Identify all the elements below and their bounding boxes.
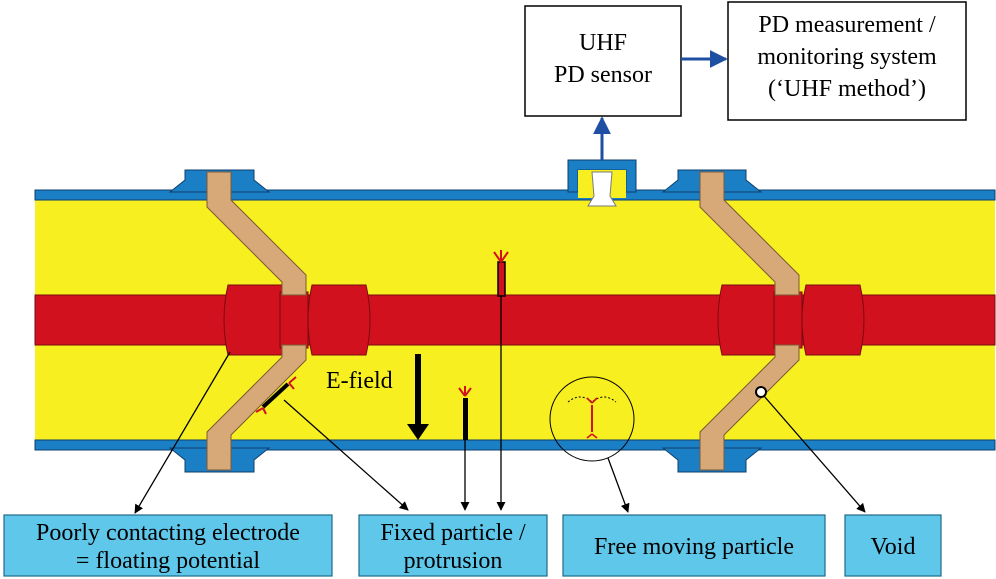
connector-left-a xyxy=(223,284,283,356)
label-box-void xyxy=(844,514,942,577)
free-particle-zone xyxy=(549,376,635,462)
connector-right-a xyxy=(717,284,777,356)
connector-right-joint xyxy=(773,291,803,349)
connector-right-b xyxy=(801,284,865,356)
connector-left-joint xyxy=(279,291,309,349)
leader-fixed-spacer xyxy=(283,399,409,511)
leader-void xyxy=(763,395,866,513)
label-box-electrode xyxy=(3,514,333,577)
leader-electrode xyxy=(134,351,231,514)
label-box-fixed xyxy=(358,514,548,577)
label-electrode-line2: = floating potential xyxy=(76,548,260,574)
enclosure-bottom-wall xyxy=(34,439,996,451)
enclosure-top-wall xyxy=(34,189,996,201)
label-void: Void xyxy=(871,534,916,560)
fixed-particle-on-enclosure xyxy=(463,398,468,440)
uhf-antenna xyxy=(587,171,617,207)
uhf-sensor-line1: UHF xyxy=(579,30,627,56)
label-box-free xyxy=(562,514,826,577)
spacers xyxy=(206,171,800,471)
pd-system-box xyxy=(727,1,967,121)
pd-system-line3: (‘UHF method’) xyxy=(768,76,926,102)
spacer-left-upper xyxy=(206,171,307,296)
leader-free xyxy=(607,457,630,513)
pd-spark-icon xyxy=(493,250,509,263)
efield-arrow-head xyxy=(407,424,429,440)
particle-on-spacer xyxy=(261,382,290,409)
pd-spark-icon xyxy=(255,376,297,415)
uhf-sensor-line2: PD sensor xyxy=(554,62,652,88)
uhf-sensor-box xyxy=(524,5,682,117)
conductor xyxy=(34,284,996,356)
label-electrode-line1: Poorly contacting electrode xyxy=(36,520,300,546)
defects xyxy=(255,250,767,462)
label-free: Free moving particle xyxy=(594,534,794,560)
spacer-right-upper xyxy=(699,171,800,296)
spacer-left-lower xyxy=(206,344,307,471)
label-fixed-line1: Fixed particle / xyxy=(380,520,526,546)
pd-system-line2: monitoring system xyxy=(757,44,937,70)
pd-spark-icon xyxy=(586,397,598,439)
protrusion-on-conductor xyxy=(497,261,506,297)
leader-lines xyxy=(134,296,866,514)
particle-motion-path xyxy=(567,396,617,403)
label-fixed-line2: protrusion xyxy=(404,548,503,574)
spacer-right-lower xyxy=(699,344,800,471)
pd-spark-icon xyxy=(458,386,472,397)
pd-system-line1: PD measurement / xyxy=(758,12,936,38)
void-in-spacer xyxy=(755,386,767,398)
efield-label: E-field xyxy=(326,368,393,394)
connector-left-b xyxy=(307,284,371,356)
